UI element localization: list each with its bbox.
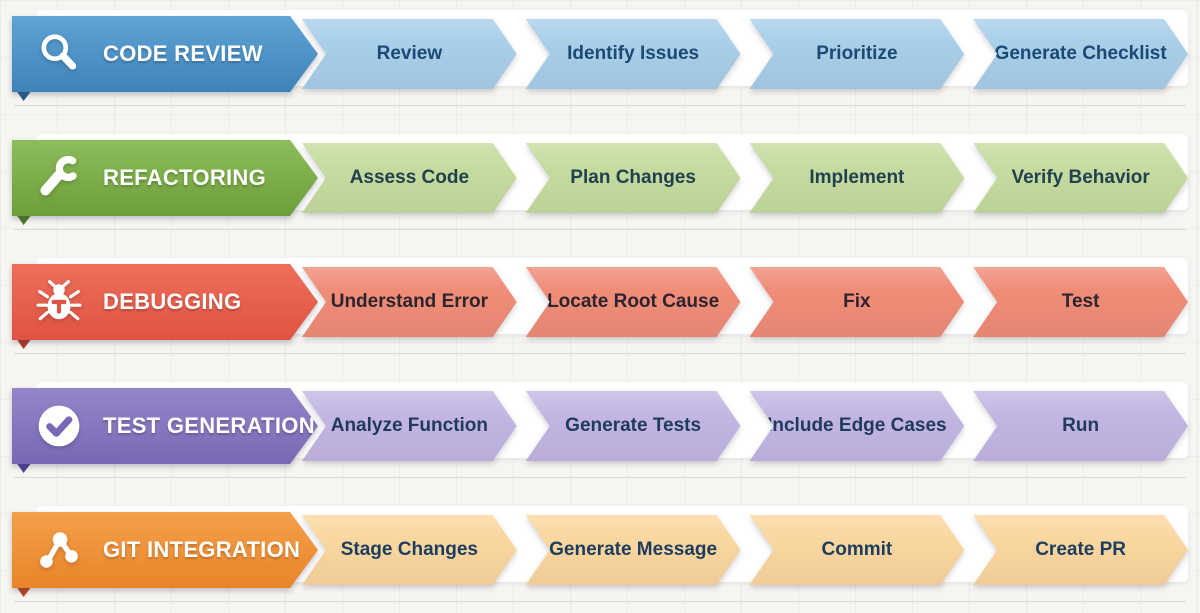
step-label: Understand Error [330, 291, 489, 312]
row-steps-wrap: Assess Code Plan Changes Implement Verify B… [302, 143, 1188, 213]
step-label: Identify Issues [567, 43, 700, 64]
row-header: CODE REVIEW [12, 16, 318, 92]
workflow-step: Prioritize [750, 19, 965, 89]
step-label: Test [1061, 291, 1100, 312]
workflow-step: Run [973, 391, 1188, 461]
bug-icon [36, 279, 82, 325]
row-title: CODE REVIEW [103, 41, 263, 66]
workflow-row: REFACTORING Assess Code Plan Changes Imple… [0, 134, 1200, 225]
workflow-step: Create PR [973, 515, 1188, 585]
row-header-ribbon: CODE REVIEW [12, 16, 318, 92]
workflow-step: Generate Message [526, 515, 741, 585]
row-title: DEBUGGING [103, 289, 242, 314]
row-divider [14, 229, 1186, 230]
row-title: TEST GENERATION [103, 413, 315, 438]
row-title: GIT INTEGRATION [103, 537, 301, 562]
row-divider [14, 353, 1186, 354]
steps: Analyze Function Generate Tests Include Ed… [302, 391, 1188, 461]
workflow-step: Review [302, 19, 517, 89]
workflow-step: Locate Root Cause [526, 267, 741, 337]
step-label: Plan Changes [570, 167, 696, 188]
row-header-ribbon: GIT INTEGRATION [12, 512, 318, 588]
check-circle-icon [36, 403, 82, 449]
row-steps-wrap: Stage Changes Generate Message Commit Creat… [302, 515, 1188, 585]
step-label: Fix [843, 291, 871, 312]
workflow-step: Plan Changes [526, 143, 741, 213]
row-title: REFACTORING [103, 165, 267, 190]
workflow-step: Test [973, 267, 1188, 337]
workflow-step: Understand Error [302, 267, 517, 337]
steps: Understand Error Locate Root Cause Fix Test [302, 267, 1188, 337]
row-icon [36, 31, 82, 77]
row-header: GIT INTEGRATION [12, 512, 318, 588]
steps: Review Identify Issues Prioritize Generate … [302, 19, 1188, 89]
step-label: Implement [809, 167, 905, 188]
row-icon [36, 155, 82, 201]
row-divider [14, 601, 1186, 602]
row-header: DEBUGGING [12, 264, 318, 340]
workflow-step: Commit [750, 515, 965, 585]
workflow-step: Analyze Function [302, 391, 517, 461]
row-steps-wrap: Review Identify Issues Prioritize Generate … [302, 19, 1188, 89]
search-icon [36, 31, 82, 77]
workflow-step: Stage Changes [302, 515, 517, 585]
steps: Stage Changes Generate Message Commit Creat… [302, 515, 1188, 585]
step-label: Create PR [1035, 539, 1127, 560]
step-label: Include Edge Cases [767, 415, 947, 436]
row-header-ribbon: REFACTORING [12, 140, 318, 216]
step-label: Review [376, 43, 443, 64]
step-label: Run [1062, 415, 1100, 436]
workflow-row: TEST GENERATION Analyze Function Generate… [0, 382, 1200, 473]
workflow-step: Include Edge Cases [750, 391, 965, 461]
row-icon [36, 403, 82, 449]
step-label: Analyze Function [330, 415, 489, 436]
workflow-step: Generate Tests [526, 391, 741, 461]
step-label: Stage Changes [340, 539, 478, 560]
steps: Assess Code Plan Changes Implement Verify B… [302, 143, 1188, 213]
step-label: Generate Message [549, 539, 718, 560]
row-icon [36, 279, 82, 325]
row-divider [14, 477, 1186, 478]
step-label: Commit [821, 539, 893, 560]
workflow-row: GIT INTEGRATION Stage Changes Generate Me… [0, 506, 1200, 597]
row-header: REFACTORING [12, 140, 318, 216]
workflow-step: Identify Issues [526, 19, 741, 89]
workflow-step: Verify Behavior [973, 143, 1188, 213]
step-label: Generate Tests [565, 415, 702, 436]
row-steps-wrap: Understand Error Locate Root Cause Fix Test [302, 267, 1188, 337]
row-icon [36, 527, 82, 573]
row-header-ribbon: TEST GENERATION [12, 388, 318, 464]
step-label: Verify Behavior [1011, 167, 1150, 188]
step-label: Assess Code [349, 167, 470, 188]
workflow-step: Assess Code [302, 143, 517, 213]
git-branch-icon [36, 527, 82, 573]
workflow-row: CODE REVIEW Review Identify Issues Priorit… [0, 10, 1200, 101]
step-label: Generate Checklist [994, 43, 1167, 64]
row-header-ribbon: DEBUGGING [12, 264, 318, 340]
workflow-step: Fix [750, 267, 965, 337]
step-label: Locate Root Cause [547, 291, 720, 312]
workflow-step: Implement [750, 143, 965, 213]
workflow-row: DEBUGGING Understand Error Locate Root Ca… [0, 258, 1200, 349]
row-steps-wrap: Analyze Function Generate Tests Include Ed… [302, 391, 1188, 461]
workflow-step: Generate Checklist [973, 19, 1188, 89]
wrench-icon [36, 155, 82, 201]
step-label: Prioritize [816, 43, 898, 64]
row-divider [14, 105, 1186, 106]
row-header: TEST GENERATION [12, 388, 318, 464]
